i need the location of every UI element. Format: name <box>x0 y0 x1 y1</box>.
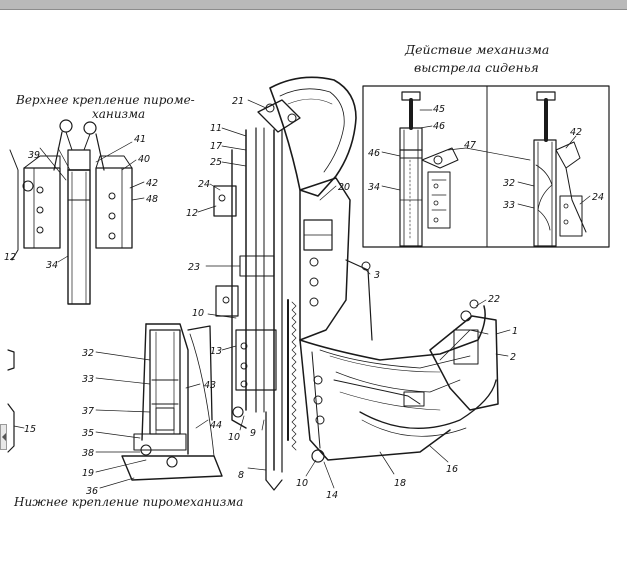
callout-label: 12 <box>4 252 16 263</box>
callout-label: 1 <box>512 326 518 337</box>
caption-mechanism-line2: выстрела сиденья <box>414 60 539 75</box>
callout-label: 43 <box>204 380 216 391</box>
callout-label: 14 <box>326 490 338 501</box>
upper-mount-detail <box>9 119 145 305</box>
callout-labels: 45 46 46 47 34 42 32 33 24 39 41 40 42 4… <box>4 96 604 501</box>
callout-label: 36 <box>86 486 98 497</box>
mechanism-inset <box>362 85 610 248</box>
callout-label: 21 <box>232 96 244 107</box>
callout-label: 45 <box>433 104 445 115</box>
callout-label: 19 <box>82 468 94 479</box>
lower-mount-detail <box>95 323 223 489</box>
callout-label: 10 <box>192 308 204 319</box>
callout-label: 44 <box>210 420 222 431</box>
caption-upper-line1: Верхнее крепление пиромe- <box>15 93 195 107</box>
caption-lower: Нижнее крепление пиромеханизма <box>13 495 243 509</box>
callout-label: 39 <box>28 150 40 161</box>
viewer-top-strip <box>0 0 627 10</box>
callout-label: 34 <box>46 260 58 271</box>
callout-label: 22 <box>488 294 500 305</box>
caption-upper-line2: ханизма <box>92 107 145 121</box>
callout-label: 3 <box>374 270 380 281</box>
callout-label: 46 <box>368 148 380 159</box>
caption-mechanism-line1: Действие механизма <box>404 42 549 57</box>
callout-label: 18 <box>394 478 406 489</box>
left-edge-fragments <box>7 349 25 453</box>
callout-label: 41 <box>134 134 146 145</box>
callout-label: 34 <box>368 182 380 193</box>
scroll-left-arrow-icon[interactable] <box>2 433 6 441</box>
callout-label: 46 <box>433 121 445 132</box>
callout-label: 10 <box>228 432 240 443</box>
callout-label: 12 <box>186 208 198 219</box>
callout-label: 25 <box>210 157 222 168</box>
callout-label: 24 <box>592 192 604 203</box>
callout-label: 20 <box>338 182 350 193</box>
callout-label: 35 <box>82 428 94 439</box>
seat-assembly <box>197 76 511 491</box>
callout-label: 17 <box>210 141 222 152</box>
callout-label: 37 <box>82 406 94 417</box>
callout-label: 10 <box>296 478 308 489</box>
callout-label: 32 <box>82 348 94 359</box>
callout-label: 8 <box>238 470 244 481</box>
callout-label: 2 <box>510 352 516 363</box>
callout-label: 23 <box>188 262 200 273</box>
callout-label: 40 <box>138 154 150 165</box>
callout-label: 11 <box>210 123 222 134</box>
callout-label: 16 <box>446 464 458 475</box>
callout-label: 33 <box>82 374 94 385</box>
callout-label: 42 <box>570 127 582 138</box>
callout-label: 33 <box>503 200 515 211</box>
callout-label: 42 <box>146 178 158 189</box>
side-scroll-handle[interactable] <box>0 424 7 450</box>
callout-label: 47 <box>464 140 476 151</box>
callout-label: 38 <box>82 448 94 459</box>
callout-label: 13 <box>210 346 222 357</box>
callout-label: 24 <box>198 179 210 190</box>
callout-label: 9 <box>250 428 256 439</box>
callout-label: 32 <box>503 178 515 189</box>
callout-label: 15 <box>24 424 36 435</box>
callout-label: 48 <box>146 194 158 205</box>
